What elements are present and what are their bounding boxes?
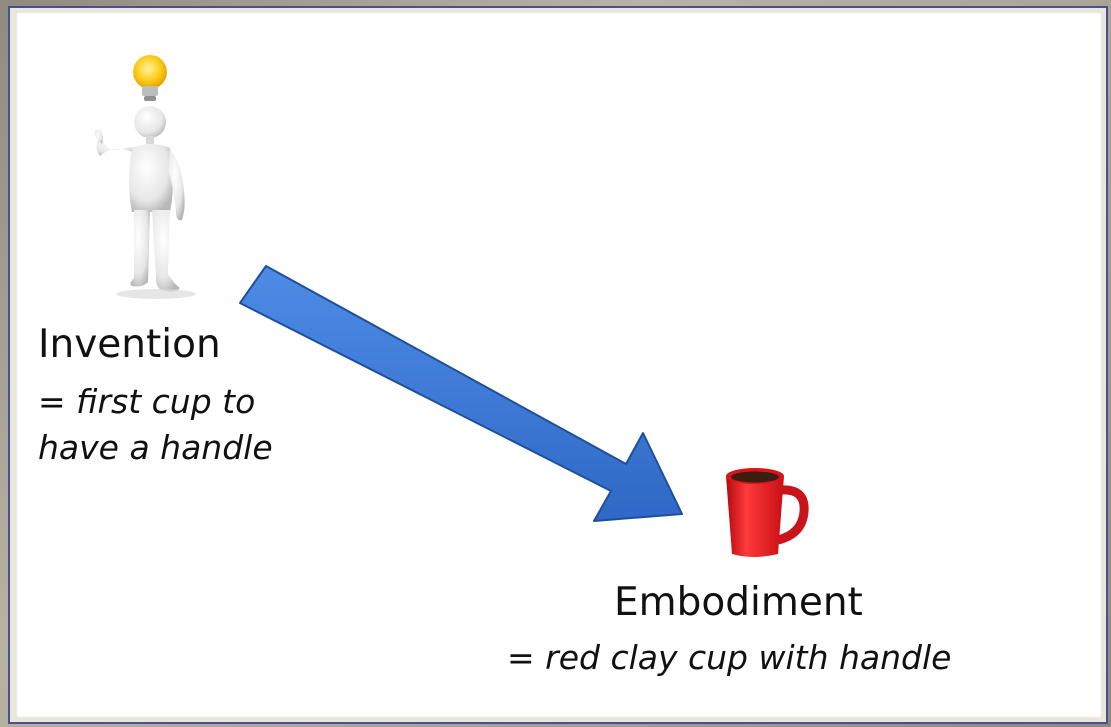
invention-description-line1: = first cup to [38,382,256,421]
embodiment-description: = red clay cup with handle [507,638,952,677]
invention-title: Invention [38,322,221,367]
slide-frame [8,6,1108,724]
invention-description-line2: have a handle [38,428,273,467]
embodiment-title: Embodiment [614,580,863,625]
person-with-lightbulb-icon [94,55,196,299]
slide-canvas [16,12,1102,718]
red-cup-icon [726,468,809,557]
